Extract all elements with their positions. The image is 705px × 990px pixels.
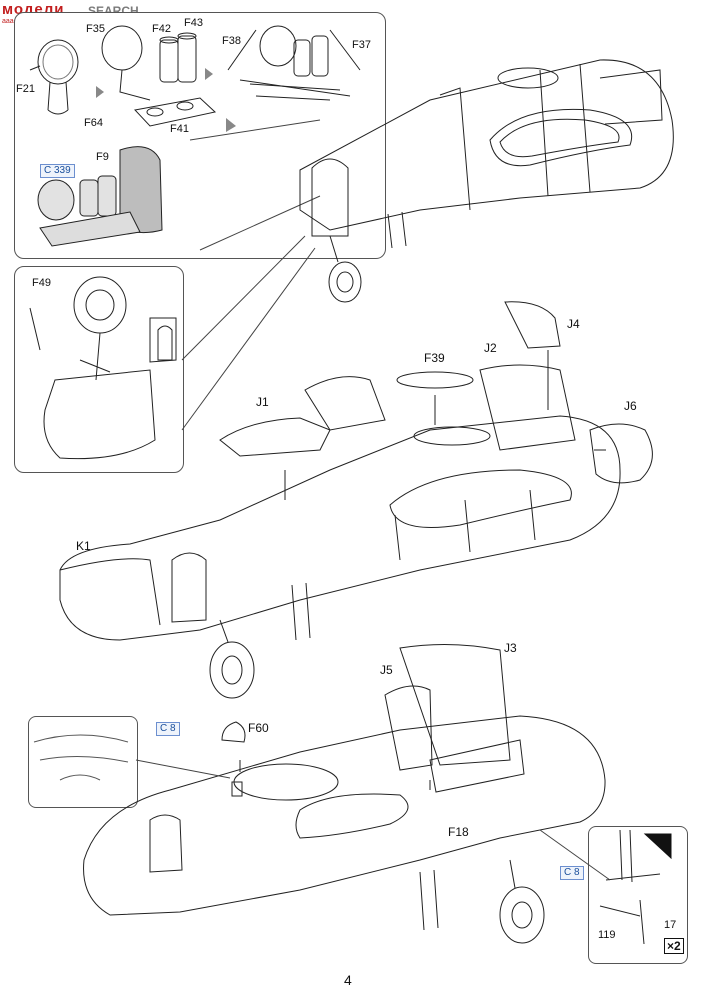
label-f38: F38: [222, 35, 241, 47]
label-f41: F41: [170, 123, 189, 135]
fuselage-middle-view: [59, 301, 653, 699]
paint-ref-c8-bottom: C 8: [560, 866, 584, 880]
label-j6: J6: [624, 399, 637, 413]
label-j1: J1: [256, 395, 269, 409]
label-j5: J5: [380, 663, 393, 677]
detail-panel-antenna-closeup: [28, 716, 138, 808]
radar-assembly-steps: [29, 25, 361, 247]
page-number: 4: [344, 972, 352, 988]
label-j4: J4: [567, 317, 580, 331]
label-f21: F21: [16, 83, 35, 95]
label-f18: F18: [448, 825, 469, 839]
detail-panel-gear: [14, 266, 184, 473]
label-j2: J2: [484, 341, 497, 355]
label-f64: F64: [84, 117, 103, 129]
label-119: 119: [598, 929, 616, 941]
label-f42: F42: [152, 23, 171, 35]
label-f37: F37: [352, 39, 371, 51]
paint-ref-c8-top: C 8: [156, 722, 180, 736]
label-f43: F43: [184, 17, 203, 29]
label-f60: F60: [248, 721, 269, 735]
label-k1: K1: [76, 539, 91, 553]
label-f49: F49: [32, 277, 51, 289]
gear-detail: [29, 276, 177, 460]
label-17: 17: [664, 919, 677, 931]
label-j3: J3: [504, 641, 517, 655]
fuselage-rear-view: [299, 59, 674, 303]
label-f39: F39: [424, 351, 445, 365]
fuselage-front-view: [83, 643, 606, 944]
label-f9: F9: [96, 151, 109, 163]
paint-ref-c339: C 339: [40, 164, 75, 178]
label-f35: F35: [86, 23, 105, 35]
label-quantity-x2: ×2: [664, 938, 684, 954]
